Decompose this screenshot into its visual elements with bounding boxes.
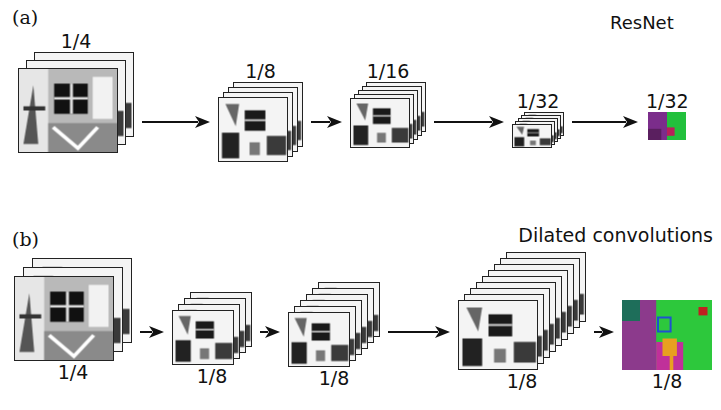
flow-arrow — [594, 326, 614, 338]
feature-maps — [512, 112, 564, 148]
flow-arrow — [260, 326, 280, 338]
feature-maps — [18, 52, 134, 153]
scale-label: 1/8 — [507, 370, 538, 392]
scale-label: 1/8 — [319, 367, 350, 389]
feature-map-stack: 1/8 — [218, 60, 303, 162]
feature-map-stack: 1/32 — [646, 90, 689, 140]
feature-map-stack: 1/32 — [512, 90, 564, 148]
flow-arrow — [140, 326, 164, 338]
feature-maps — [288, 282, 380, 367]
feature-map-stack: 1/8 — [288, 282, 380, 389]
segmentation-map — [648, 112, 686, 140]
scale-label: 1/16 — [367, 60, 410, 82]
feature-map-stack: 1/8 — [172, 292, 252, 387]
feature-maps — [350, 82, 426, 148]
scale-label: 1/4 — [61, 30, 92, 52]
segmentation-map — [622, 300, 712, 370]
feature-map-stack: 1/8 — [622, 300, 712, 392]
scale-label: 1/4 — [58, 361, 89, 383]
scale-label: 1/8 — [245, 60, 276, 82]
panel-title: ResNet — [610, 12, 674, 33]
scale-label: 1/8 — [652, 370, 683, 392]
flow-arrow — [142, 116, 210, 128]
scale-label: 1/8 — [197, 365, 228, 387]
feature-map-stack: 1/4 — [14, 258, 132, 383]
feature-maps — [14, 258, 132, 361]
feature-maps — [172, 292, 252, 365]
panel-letter: (a) — [12, 6, 38, 28]
scale-label: 1/32 — [646, 90, 689, 112]
feature-map-stack: 1/4 — [18, 30, 134, 153]
feature-maps — [458, 252, 586, 370]
flow-arrow — [311, 116, 342, 128]
flow-arrow — [388, 326, 450, 338]
feature-map-stack: 1/16 — [350, 60, 426, 148]
feature-maps — [218, 82, 303, 162]
flow-arrow — [572, 116, 638, 128]
flow-arrow — [434, 116, 504, 128]
scale-label: 1/32 — [517, 90, 560, 112]
panel-title: Dilated convolutions — [518, 224, 713, 246]
panel-letter: (b) — [12, 228, 39, 250]
feature-map-stack: 1/8 — [458, 252, 586, 392]
